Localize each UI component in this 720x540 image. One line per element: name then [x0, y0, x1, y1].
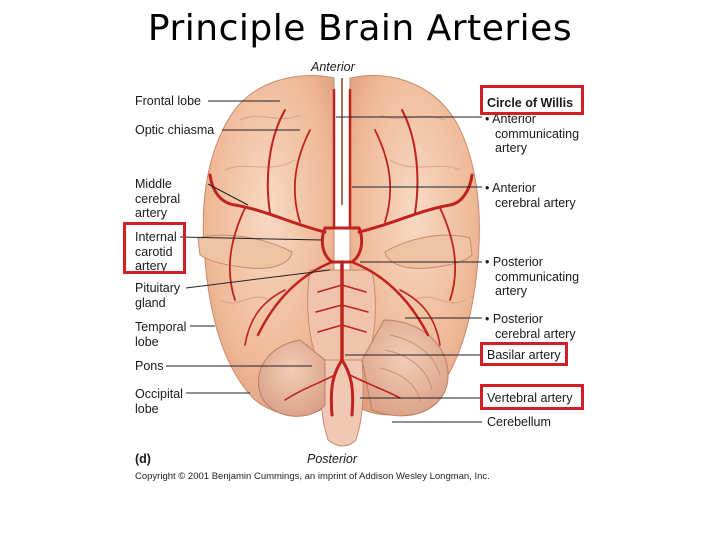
- label-cerebellum: Cerebellum: [487, 415, 551, 429]
- label-anterior-cerebral-artery: • Anterior cerebral artery: [485, 181, 576, 210]
- posterior-label: Posterior: [307, 452, 358, 466]
- label-pons: Pons: [135, 359, 164, 373]
- label-vertebral-artery: Vertebral artery: [487, 391, 573, 405]
- page-title: Principle Brain Arteries: [147, 8, 573, 49]
- label-posterior-cerebral-artery: • Posterior cerebral artery: [485, 312, 576, 341]
- label-pituitary-gland: Pituitary gland: [135, 281, 181, 310]
- panel-label: (d): [135, 452, 151, 466]
- label-anterior-communicating-artery: • Anterior communicating artery: [485, 112, 580, 155]
- highlight-box-internal-carotid: [123, 222, 186, 274]
- label-optic-chiasma: Optic chiasma: [135, 123, 215, 137]
- highlight-box-circle-of-willis: [480, 85, 584, 115]
- label-internal-carotid-artery: Internal carotid artery: [135, 230, 177, 273]
- label-temporal-lobe: Temporal lobe: [135, 320, 187, 349]
- label-frontal-lobe: Frontal lobe: [135, 94, 202, 108]
- label-circle-of-willis: Circle of Willis: [487, 96, 574, 110]
- label-basilar-artery: Basilar artery: [487, 348, 561, 362]
- highlight-box-basilar-artery: [480, 342, 568, 366]
- label-posterior-communicating-artery: • Posterior communicating artery: [485, 255, 580, 298]
- anterior-label: Anterior: [311, 60, 355, 74]
- label-middle-cerebral-artery: Middle cerebral artery: [135, 177, 181, 220]
- cerebellum: [257, 339, 326, 417]
- copyright-text: Copyright © 2001 Benjamin Cummings, an i…: [135, 471, 490, 482]
- label-occipital-lobe: Occipital lobe: [135, 387, 183, 416]
- highlight-box-vertebral-artery: [480, 384, 584, 410]
- brainstem: [320, 359, 364, 447]
